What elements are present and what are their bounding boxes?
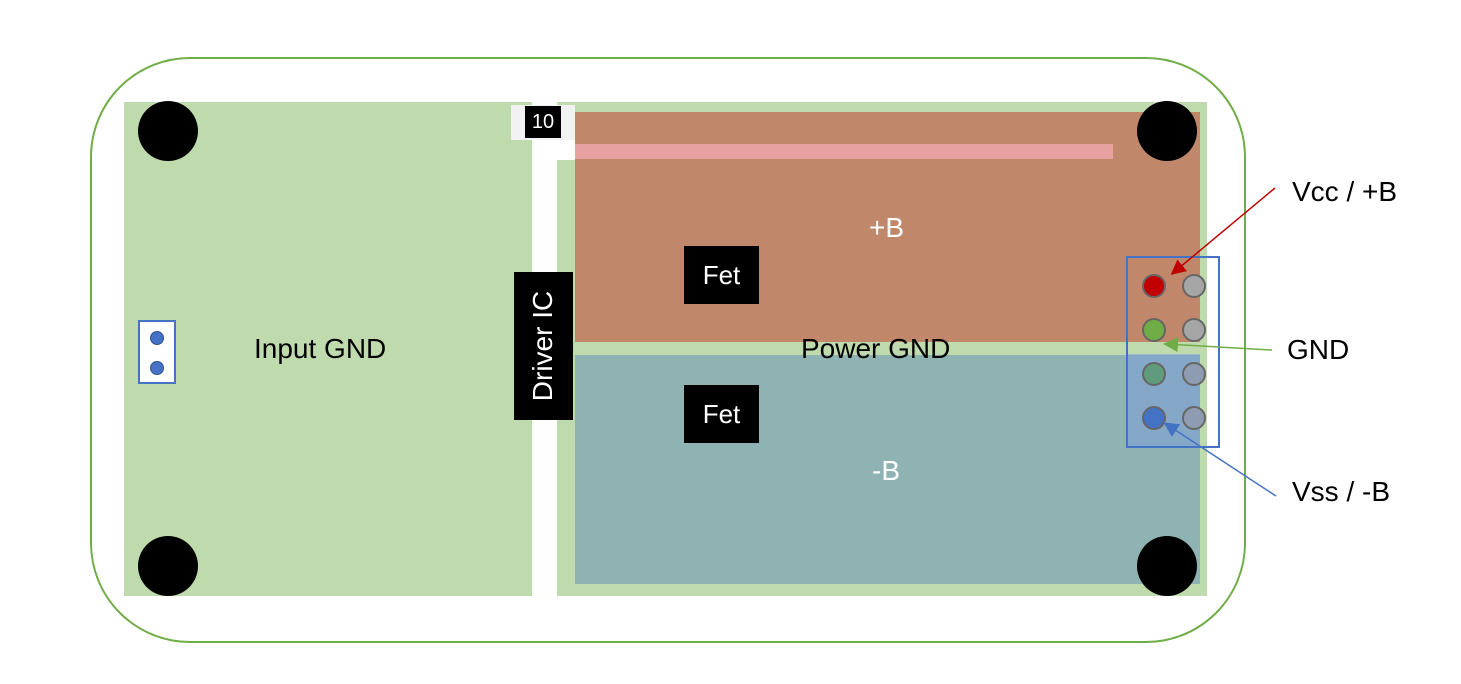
pin-gnd-pair	[1182, 318, 1206, 342]
input-pin-1	[150, 331, 164, 345]
input-gnd-plane	[124, 102, 532, 596]
output-connector	[1126, 256, 1220, 448]
mounting-hole-top-left	[138, 101, 198, 161]
driver-ic: Driver IC	[514, 272, 573, 420]
fet-bottom: Fet	[684, 385, 759, 443]
input-gnd-label: Input GND	[254, 333, 387, 364]
vcc-arrow	[1170, 187, 1276, 275]
vcc-callout-label: Vcc / +B	[1292, 176, 1398, 207]
trace-line	[575, 144, 1113, 159]
negative-plane	[575, 355, 1200, 584]
pin-vcc-pair	[1182, 274, 1206, 298]
mounting-hole-top-right	[1137, 101, 1197, 161]
vss-callout-label: Vss / -B	[1292, 476, 1391, 507]
plus-b-label: +B	[869, 212, 905, 243]
pin-vcc	[1142, 274, 1166, 298]
mounting-hole-bottom-left	[138, 536, 198, 596]
minus-b-label: -B	[872, 455, 900, 486]
gap-strip	[545, 140, 575, 160]
fet-top-label: Fet	[702, 259, 741, 290]
pin-vss	[1142, 406, 1166, 430]
board-outline	[90, 57, 1246, 643]
pin-gnd-2-pair	[1182, 362, 1206, 386]
pin-gnd	[1142, 318, 1166, 342]
gnd-callout-label: GND	[1287, 334, 1350, 365]
pin-vss-pair	[1182, 406, 1206, 430]
input-pin-2	[150, 361, 164, 375]
gnd-arrow	[1163, 337, 1273, 353]
pin-gnd-2	[1142, 362, 1166, 386]
fet-top: Fet	[684, 246, 759, 304]
fet-bottom-label: Fet	[702, 398, 741, 429]
resistor-label: 10	[525, 106, 561, 138]
vss-arrow	[1163, 422, 1277, 497]
mounting-hole-bottom-right	[1137, 536, 1197, 596]
power-gnd-label: Power GND	[801, 333, 951, 364]
